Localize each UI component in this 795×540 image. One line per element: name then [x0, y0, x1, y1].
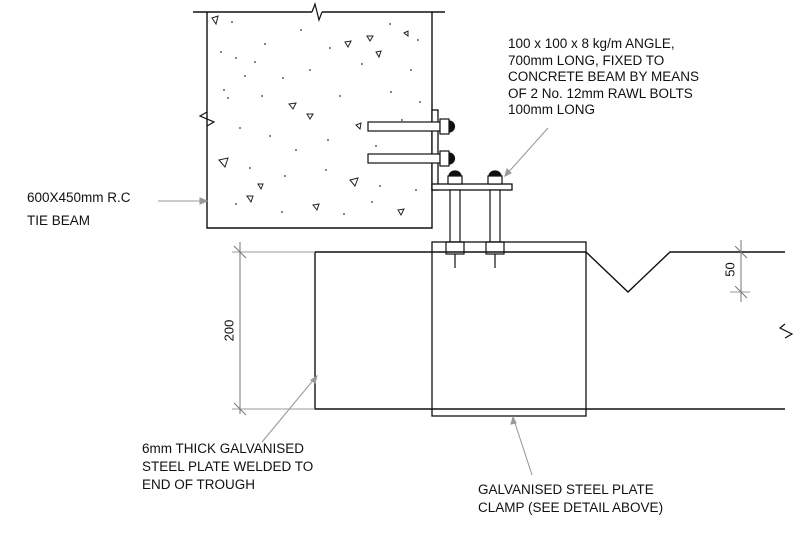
end-plate-note-line: END OF TROUGH	[142, 477, 256, 492]
clamp-bolts	[445, 170, 505, 268]
concrete-aggregate-hatch	[211, 15, 409, 217]
leader-lines	[158, 127, 549, 476]
tie-beam-note-line: TIE BEAM	[27, 213, 91, 228]
concrete-aggregate-dots	[220, 21, 421, 215]
concrete-tie-beam	[193, 1, 445, 229]
clamp-note-line: GALVANISED STEEL PLATE	[478, 482, 654, 497]
clamp-note: GALVANISED STEEL PLATE CLAMP (SEE DETAIL…	[478, 481, 663, 517]
dimension-200-text: 200	[221, 319, 237, 342]
steel-angle	[431, 109, 513, 191]
angle-note-line: 700mm LONG, FIXED TO	[508, 52, 665, 68]
rawl-bolts	[367, 118, 456, 167]
dimension-50	[730, 240, 750, 302]
end-plate-note-line: STEEL PLATE WELDED TO	[142, 459, 314, 474]
dimension-200	[232, 242, 315, 416]
steel-plate-clamp	[431, 241, 587, 417]
angle-note: 100 x 100 x 8 kg/m ANGLE, 700mm LONG, FI…	[508, 36, 699, 119]
trough-section	[314, 251, 794, 410]
angle-note-line: 100mm LONG	[508, 102, 596, 117]
end-plate-note-line: 6mm THICK GALVANISED	[142, 441, 305, 456]
angle-note-line: OF 2 No. 12mm RAWL BOLTS	[508, 85, 693, 101]
tie-beam-note: 600X450mm R.C TIE BEAM	[27, 186, 131, 232]
angle-note-line: 100 x 100 x 8 kg/m ANGLE,	[508, 36, 675, 51]
tie-beam-note-line: 600X450mm R.C	[27, 190, 131, 205]
dimension-50-text: 50	[722, 262, 738, 277]
clamp-note-line: CLAMP (SEE DETAIL ABOVE)	[478, 500, 664, 515]
end-plate-note: 6mm THICK GALVANISED STEEL PLATE WELDED …	[142, 440, 313, 494]
angle-note-line: CONCRETE BEAM BY MEANS	[508, 69, 700, 84]
